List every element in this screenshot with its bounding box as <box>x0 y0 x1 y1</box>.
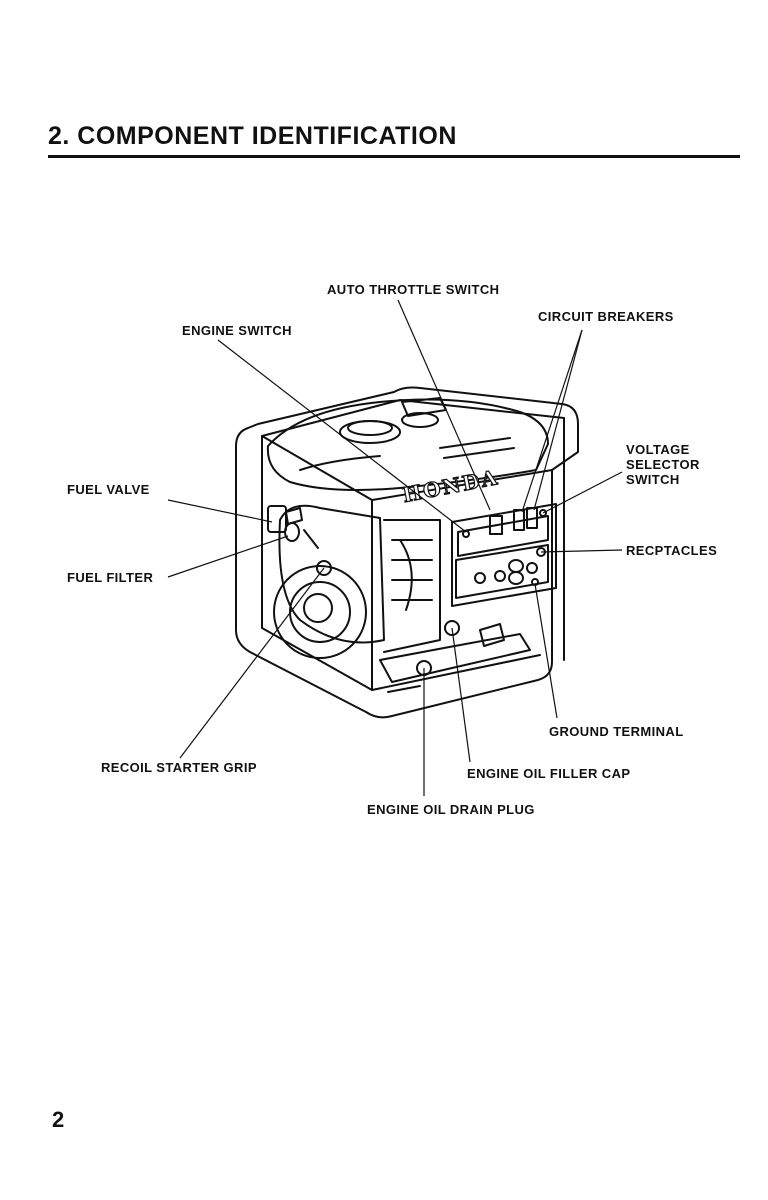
label-engine-oil-drain-plug: ENGINE OIL DRAIN PLUG <box>367 802 535 817</box>
leader-circuit-breakers-2 <box>534 330 582 510</box>
label-voltage-selector-switch: VOLTAGE SELECTOR SWITCH <box>626 442 700 487</box>
leader-recoil-starter-grip <box>180 568 324 758</box>
label-fuel-filter: FUEL FILTER <box>67 570 153 585</box>
control-panel <box>452 504 556 606</box>
leader-oil-filler-cap <box>452 628 470 762</box>
label-recoil-starter-grip: RECOIL STARTER GRIP <box>101 760 257 775</box>
label-receptacles: RECPTACLES <box>626 543 717 558</box>
label-auto-throttle-switch: AUTO THROTTLE SWITCH <box>327 282 499 297</box>
generator-illustration <box>236 388 578 718</box>
fuel-valve-assembly <box>268 506 318 548</box>
leader-engine-switch <box>218 340 466 532</box>
recoil-starter-cover <box>274 561 366 658</box>
engine-block <box>279 506 440 652</box>
label-circuit-breakers: CIRCUIT BREAKERS <box>538 309 674 324</box>
page-number: 2 <box>52 1107 64 1133</box>
leader-receptacles <box>541 550 622 552</box>
label-fuel-valve: FUEL VALVE <box>67 482 150 497</box>
label-voltage-line-3: SWITCH <box>626 472 700 487</box>
label-voltage-line-1: VOLTAGE <box>626 442 700 457</box>
label-engine-oil-filler-cap: ENGINE OIL FILLER CAP <box>467 766 630 781</box>
label-ground-terminal: GROUND TERMINAL <box>549 724 684 739</box>
label-engine-switch: ENGINE SWITCH <box>182 323 292 338</box>
leader-voltage-selector <box>543 472 622 513</box>
label-voltage-line-2: SELECTOR <box>626 457 700 472</box>
leader-fuel-valve <box>168 500 272 522</box>
leader-fuel-filter <box>168 536 288 577</box>
engine-base <box>380 621 530 692</box>
leader-ground-terminal <box>535 584 557 718</box>
